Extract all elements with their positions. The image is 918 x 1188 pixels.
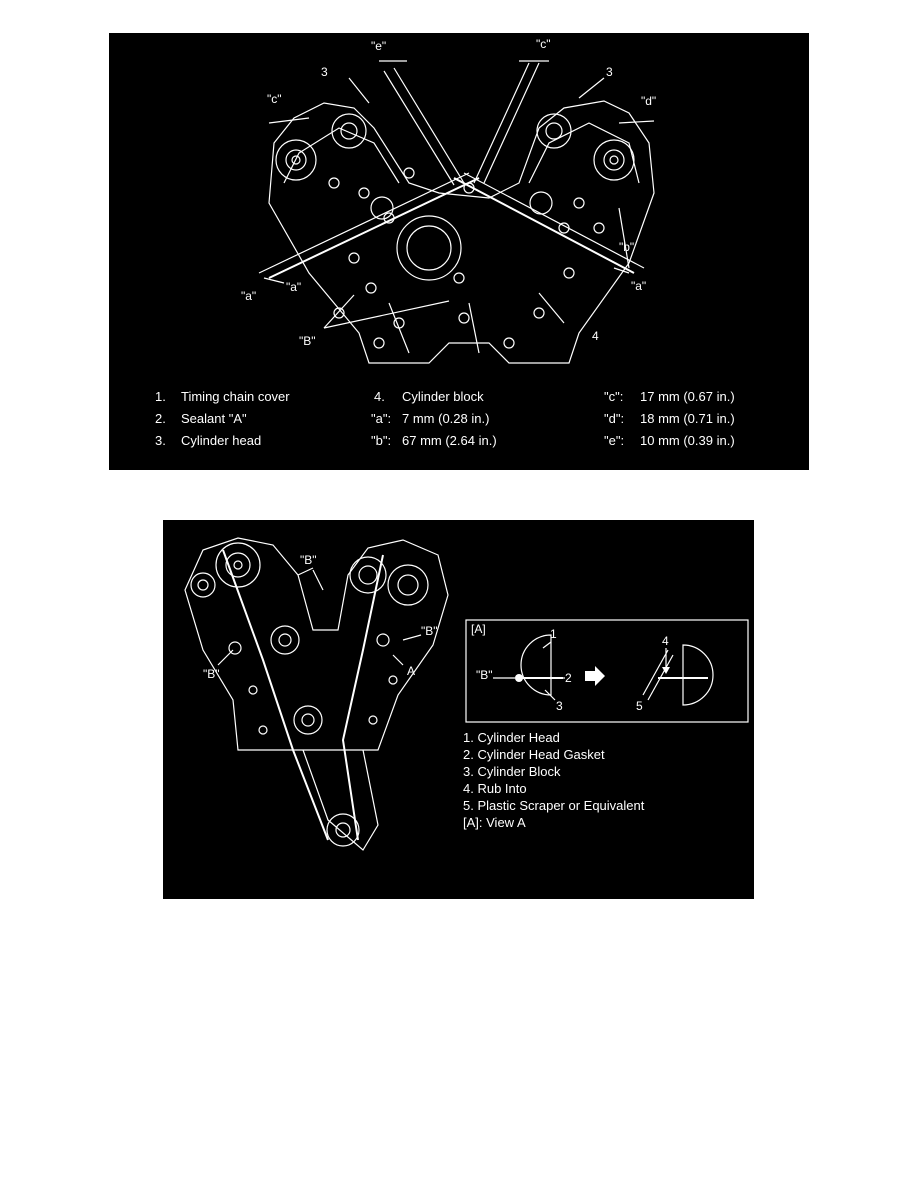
legend-c-key: "c": — [604, 389, 623, 404]
legend-line-4: 4. Rub Into — [463, 781, 527, 796]
callout-3-right: 3 — [606, 65, 613, 79]
figure2-legend: 1. Cylinder Head 2. Cylinder Head Gasket… — [463, 730, 645, 830]
inset-B: "B" — [476, 668, 493, 682]
callout-3-left: 3 — [321, 65, 328, 79]
callout-b-right: "b" — [619, 240, 634, 254]
legend-d-key: "d": — [604, 411, 624, 426]
callout-a-left-2: "a" — [286, 280, 301, 294]
callout-a-right: "a" — [631, 279, 646, 293]
legend-item2-num: 2. — [155, 411, 166, 426]
figure1-legend: 1. Timing chain cover 2. Sealant "A" 3. … — [155, 389, 735, 448]
callout-B-top: "B" — [300, 553, 317, 567]
legend-b-val: 67 mm (2.64 in.) — [402, 433, 497, 448]
inset-num-3: 3 — [556, 699, 563, 713]
callout-d-right: "d" — [641, 94, 656, 108]
engine-sealant-diagram-panel: "e" "c" 3 3 "c" "d" "b" "a" "a" "a" "B" … — [109, 33, 809, 470]
legend-c-val: 17 mm (0.67 in.) — [640, 389, 735, 404]
timing-chain-view-drawing: "B" "B" "B" A [A] 1 2 3 "B" — [184, 537, 749, 851]
view-a-inset: [A] 1 2 3 "B" 4 5 — [465, 619, 749, 723]
arrow-right-icon — [585, 666, 605, 686]
legend-item1-text: Timing chain cover — [181, 389, 290, 404]
callout-A: A — [407, 664, 415, 678]
inset-num-1: 1 — [550, 627, 557, 641]
engine-timing-chain-outline — [184, 537, 449, 851]
callout-c-left: "c" — [267, 92, 282, 106]
callout-B-right: "B" — [421, 624, 438, 638]
callout-B-bottom: "B" — [299, 334, 316, 348]
sealant-application-panel: "B" "B" "B" A [A] 1 2 3 "B" — [163, 520, 754, 899]
engine-front-view-drawing: "e" "c" 3 3 "c" "d" "b" "a" "a" "a" "B" … — [155, 37, 735, 448]
legend-line-3: 3. Cylinder Block — [463, 764, 561, 779]
legend-item3-text: Cylinder head — [181, 433, 261, 448]
legend-a-val: 7 mm (0.28 in.) — [402, 411, 489, 426]
inset-num-2: 2 — [565, 671, 572, 685]
inset-title: [A] — [471, 622, 486, 636]
legend-item4-num: 4. — [374, 389, 385, 404]
legend-e-key: "e": — [604, 433, 624, 448]
bolt-holes — [333, 167, 575, 349]
callout-a-left-1: "a" — [241, 289, 256, 303]
right-cylinder-head — [529, 113, 635, 234]
inset-num-4: 4 — [662, 634, 669, 648]
sealant-bead-lines — [258, 62, 645, 279]
inset-num-5: 5 — [636, 699, 643, 713]
legend-line-1: 1. Cylinder Head — [463, 730, 560, 745]
dimension-markers — [263, 60, 655, 329]
legend-d-val: 18 mm (0.71 in.) — [640, 411, 735, 426]
legend-line-6: [A]: View A — [463, 815, 526, 830]
legend-item2-text: Sealant "A" — [181, 411, 247, 426]
legend-item4-text: Cylinder block — [402, 389, 484, 404]
legend-line-5: 5. Plastic Scraper or Equivalent — [463, 798, 645, 813]
callout-B-left: "B" — [203, 667, 220, 681]
legend-b-key: "b": — [371, 433, 391, 448]
callout-c-top: "c" — [536, 37, 551, 51]
callout-4: 4 — [592, 329, 599, 343]
legend-e-val: 10 mm (0.39 in.) — [640, 433, 735, 448]
legend-item3-num: 3. — [155, 433, 166, 448]
legend-a-key: "a": — [371, 411, 391, 426]
legend-line-2: 2. Cylinder Head Gasket — [463, 747, 605, 762]
callout-e-top: "e" — [371, 39, 386, 53]
legend-item1-num: 1. — [155, 389, 166, 404]
